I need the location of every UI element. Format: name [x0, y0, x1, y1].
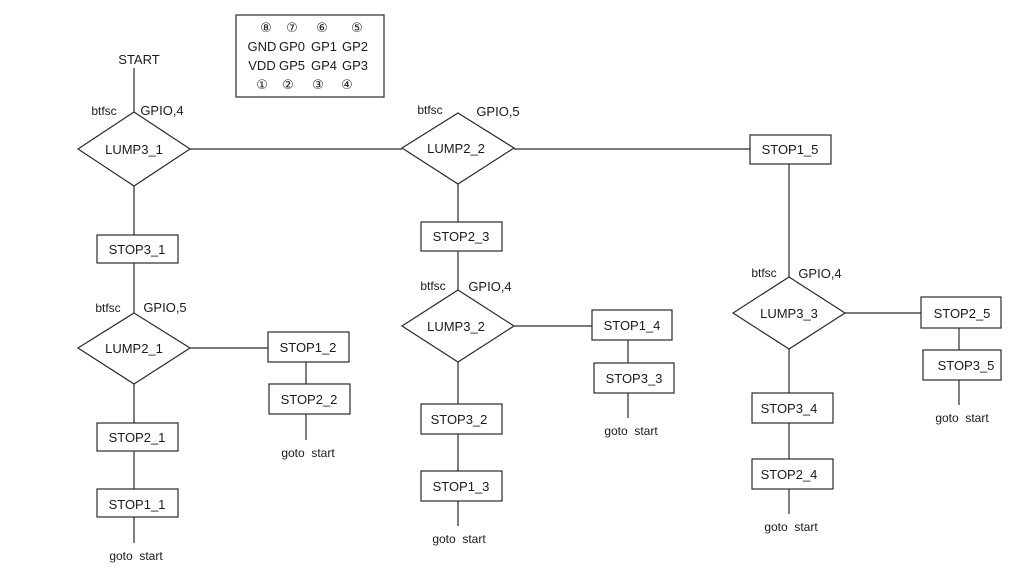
process-label: STOP1_3	[433, 479, 490, 494]
connectors	[133, 68, 960, 543]
decision-instruction: btfsc	[417, 103, 442, 117]
goto-start-label: goto start	[432, 532, 486, 546]
process-stop1-3: STOP1_3	[420, 470, 503, 502]
process-stop3-2: STOP3_2	[420, 403, 503, 435]
pin-gp2: GP2	[342, 39, 368, 54]
process-box	[96, 234, 179, 264]
decision-operand: GPIO,5	[476, 104, 519, 119]
decision-instruction: btfsc	[420, 279, 445, 293]
pin-gp4: GP4	[311, 58, 337, 73]
process-stop3-5: STOP3_5	[922, 349, 1002, 381]
process-box	[922, 349, 1002, 381]
pin-number-4: ④	[341, 77, 353, 92]
decision-lump3-3: LUMP3_3 btfsc GPIO,4	[731, 266, 847, 350]
decision-lump3-2: LUMP3_2 btfsc GPIO,4	[400, 279, 516, 363]
process-box	[749, 134, 832, 165]
process-stop3-4: STOP3_4	[751, 392, 834, 424]
process-stop2-1: STOP2_1	[96, 422, 179, 452]
pin-gnd: GND	[248, 39, 277, 54]
decision-diamond	[400, 289, 516, 363]
decision-label: LUMP2_2	[427, 141, 485, 156]
goto-start-label: goto start	[281, 446, 335, 460]
decision-lump3-1: LUMP3_1 btfsc GPIO,4	[76, 103, 192, 187]
process-label: STOP2_1	[109, 430, 166, 445]
process-label: STOP3_3	[606, 371, 663, 386]
process-box	[267, 331, 350, 363]
process-box	[420, 470, 503, 502]
pin-gp5: GP5	[279, 58, 305, 73]
pin-number-5: ⑤	[351, 20, 363, 35]
process-box	[96, 488, 179, 518]
process-stop3-1: STOP3_1	[96, 234, 179, 264]
pin-gp0: GP0	[279, 39, 305, 54]
process-box	[920, 296, 1002, 329]
process-stop1-1: STOP1_1	[96, 488, 179, 518]
goto-start-label: goto start	[935, 411, 989, 425]
process-stop1-4: STOP1_4	[591, 309, 673, 341]
process-label: STOP2_5	[934, 306, 991, 321]
process-label: STOP2_3	[433, 229, 490, 244]
decision-diamond	[76, 111, 192, 187]
process-stop2-3: STOP2_3	[420, 221, 503, 252]
process-label: STOP3_5	[938, 358, 995, 373]
process-stop3-3: STOP3_3	[593, 362, 675, 394]
process-label: STOP3_1	[109, 242, 166, 257]
process-box	[751, 458, 834, 490]
decision-operand: GPIO,4	[468, 279, 511, 294]
decision-instruction: btfsc	[95, 301, 120, 315]
decision-lump2-1: LUMP2_1 btfsc GPIO,5	[76, 300, 192, 385]
pin-number-1: ①	[256, 77, 268, 92]
process-label: STOP1_1	[109, 497, 166, 512]
pin-number-2: ②	[282, 77, 294, 92]
decision-instruction: btfsc	[751, 266, 776, 280]
process-label: STOP1_2	[280, 340, 337, 355]
start-label: START	[118, 52, 159, 67]
process-box	[268, 383, 351, 415]
pin-legend-frame	[235, 14, 385, 98]
process-label: STOP3_4	[761, 401, 818, 416]
process-box	[591, 309, 673, 341]
process-stop1-2: STOP1_2	[267, 331, 350, 363]
decision-diamond	[731, 276, 847, 350]
goto-start-label: goto start	[764, 520, 818, 534]
decision-diamond	[76, 312, 192, 385]
decision-label: LUMP2_1	[105, 341, 163, 356]
decision-operand: GPIO,4	[140, 103, 183, 118]
process-label: STOP2_4	[761, 467, 818, 482]
process-box	[420, 403, 503, 435]
decision-lump2-2: LUMP2_2 btfsc GPIO,5	[400, 103, 520, 185]
goto-start-label: goto start	[109, 549, 163, 563]
process-label: STOP1_4	[604, 318, 661, 333]
process-stop1-5: STOP1_5	[749, 134, 832, 165]
decision-label: LUMP3_1	[105, 142, 163, 157]
decision-label: LUMP3_3	[760, 306, 818, 321]
decision-diamond	[400, 112, 516, 185]
process-box	[593, 362, 675, 394]
process-stop2-4: STOP2_4	[751, 458, 834, 490]
process-stop2-5: STOP2_5	[920, 296, 1002, 329]
decision-instruction: btfsc	[91, 104, 116, 118]
pin-number-3: ③	[312, 77, 324, 92]
pin-number-6: ⑥	[316, 20, 328, 35]
pin-number-7: ⑦	[286, 20, 298, 35]
process-label: STOP2_2	[281, 392, 338, 407]
process-box	[96, 422, 179, 452]
pin-gp1: GP1	[311, 39, 337, 54]
process-box	[751, 392, 834, 424]
pin-gp3: GP3	[342, 58, 368, 73]
process-stop2-2: STOP2_2	[268, 383, 351, 415]
process-label: STOP1_5	[762, 142, 819, 157]
decision-label: LUMP3_2	[427, 319, 485, 334]
pin-vdd: VDD	[248, 58, 275, 73]
goto-start-label: goto start	[604, 424, 658, 438]
process-box	[420, 221, 503, 252]
pin-legend: ⑧ ⑦ ⑥ ⑤ GND GP0 GP1 GP2 VDD GP5 GP4 GP3 …	[235, 14, 385, 98]
decision-operand: GPIO,5	[143, 300, 186, 315]
process-label: STOP3_2	[431, 412, 488, 427]
decision-operand: GPIO,4	[798, 266, 841, 281]
pin-number-8: ⑧	[260, 20, 272, 35]
